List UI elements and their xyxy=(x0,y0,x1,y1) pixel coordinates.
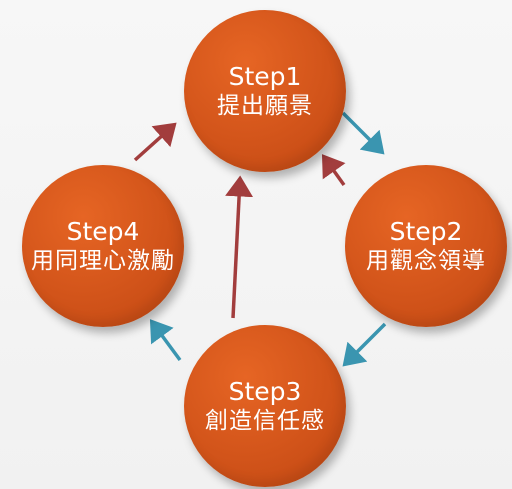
step2-circle: Step2 用觀念領導 xyxy=(345,165,507,327)
step3-label: Step3 xyxy=(228,377,302,406)
step1-label: Step1 xyxy=(228,62,302,91)
arrow-step3-to-step1 xyxy=(225,175,254,319)
step4-circle: Step4 用同理心激勵 xyxy=(22,165,184,327)
step2-desc: 用觀念領導 xyxy=(366,248,486,274)
step4-label: Step4 xyxy=(66,217,140,246)
arrow-step3-to-step4 xyxy=(149,319,182,362)
arrow-step4-to-step1 xyxy=(133,122,177,162)
step1-circle: Step1 提出願景 xyxy=(184,10,346,172)
step3-desc: 創造信任感 xyxy=(205,408,325,434)
step3-circle: Step3 創造信任感 xyxy=(184,325,346,487)
step4-desc: 用同理心激勵 xyxy=(31,248,175,274)
step2-label: Step2 xyxy=(389,217,463,246)
arrow-step2-to-step3 xyxy=(342,322,387,367)
step1-desc: 提出願景 xyxy=(217,93,313,119)
arrow-step1-to-step2 xyxy=(341,111,385,155)
arrow-step2-to-step1 xyxy=(321,154,346,187)
